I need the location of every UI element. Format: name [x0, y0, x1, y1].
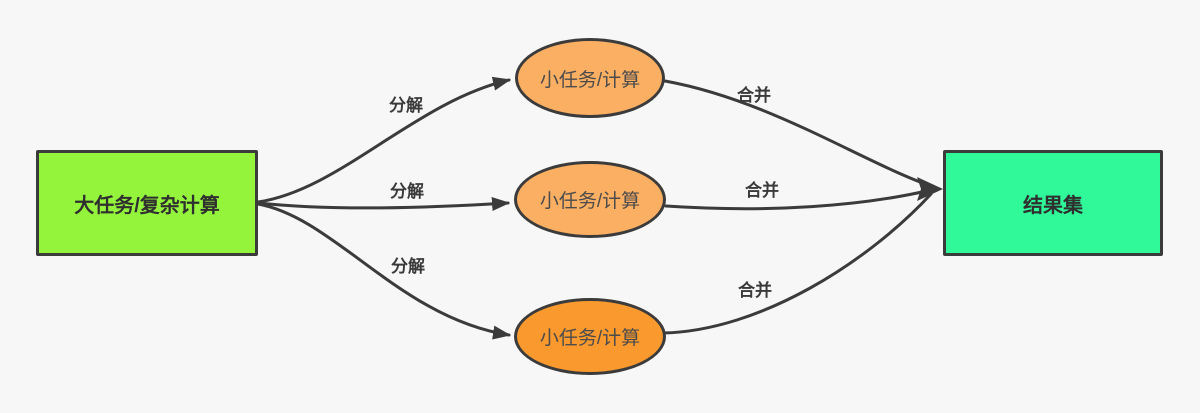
subtask-label: 小任务/计算 [539, 328, 641, 349]
merge-arrowhead-icon [917, 177, 943, 201]
merge-edge-label-middle: 合并 [745, 181, 779, 200]
merge-arrow-top [663, 79, 933, 188]
merge-arrow-middle [664, 188, 933, 211]
merge-edge-label-top: 合并 [737, 86, 771, 105]
decompose-arrow-top [256, 76, 511, 204]
subtask-label: 小任务/计算 [539, 69, 641, 91]
result-node: 结果集 [943, 150, 1163, 256]
decompose-arrow-bottom [256, 202, 511, 340]
subtask-label: 小任务/计算 [539, 191, 641, 212]
merge-edge-label-bottom: 合并 [738, 281, 772, 300]
decompose-edge-label-middle: 分解 [390, 182, 424, 201]
subtask-node-bottom: 小任务/计算 [514, 298, 666, 375]
source-task-label: 大任务/复杂计算 [74, 194, 220, 217]
decompose-arrow-middle [256, 196, 510, 211]
result-label: 结果集 [1023, 194, 1083, 217]
decompose-edge-label-bottom: 分解 [391, 257, 425, 276]
merge-arrow-bottom [661, 192, 933, 335]
subtask-node-middle: 小任务/计算 [514, 161, 666, 238]
source-task-node: 大任务/复杂计算 [36, 150, 258, 256]
subtask-node-top: 小任务/计算 [515, 38, 665, 118]
decompose-edge-label-top: 分解 [389, 96, 423, 115]
